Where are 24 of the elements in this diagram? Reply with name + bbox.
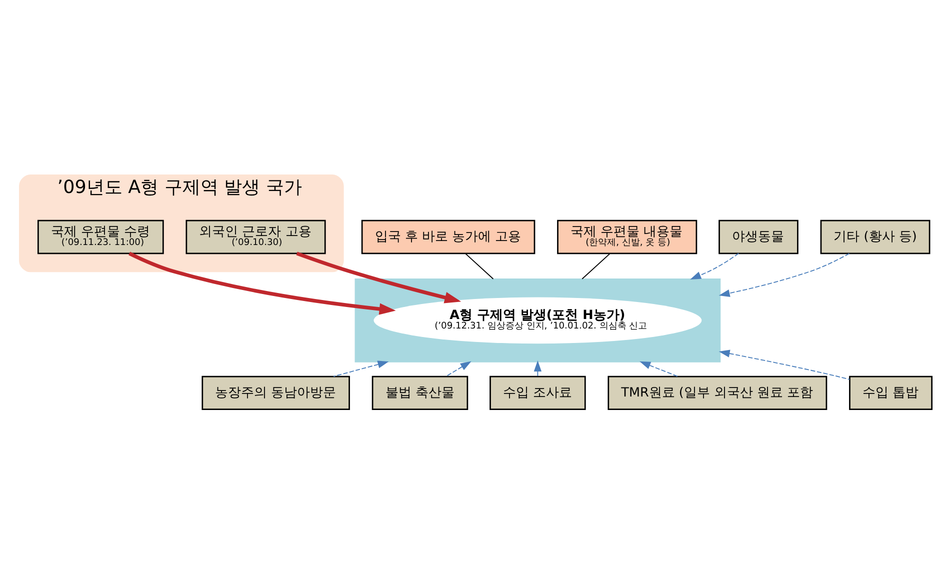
node-box: TMR원료 (일부 외국산 원료 포함 [608, 375, 828, 410]
node-box: 기타 (황사 등) [820, 219, 930, 254]
arrow [128, 251, 396, 314]
node-box: 불법 축산물 [372, 375, 468, 410]
arrow [690, 252, 740, 279]
node-box: 야생동물 [718, 219, 798, 254]
node-box: 수입 조사료 [490, 375, 586, 410]
node-box: 수입 톱밥 [849, 375, 933, 410]
node-box: 외국인 근로자 고용 (’09.10.30) [186, 219, 326, 254]
cluster [354, 278, 721, 362]
arrow [333, 360, 389, 376]
arrow [534, 360, 542, 376]
node-box: 국제 우편물 내용물 (한약제, 신발, 옷 등) [557, 219, 698, 254]
node-box: 농장주의 동남아방문 [202, 375, 350, 410]
arrow [718, 252, 850, 296]
arrow [718, 349, 850, 380]
arrow [640, 360, 678, 376]
node-box: 입국 후 바로 농가에 고용 [361, 219, 536, 254]
connector [582, 252, 610, 279]
arrow [296, 251, 462, 303]
node-box: 국제 우편물 수령 (’09.11.23. 11:00) [37, 219, 164, 254]
arrow [445, 360, 472, 376]
node-ellipse: A형 구제역 발생(포천 H농가) (’09.12.31. 임상증상 인지, ’10.01.02. 의심축 신고 [374, 296, 702, 344]
connector [465, 252, 494, 279]
